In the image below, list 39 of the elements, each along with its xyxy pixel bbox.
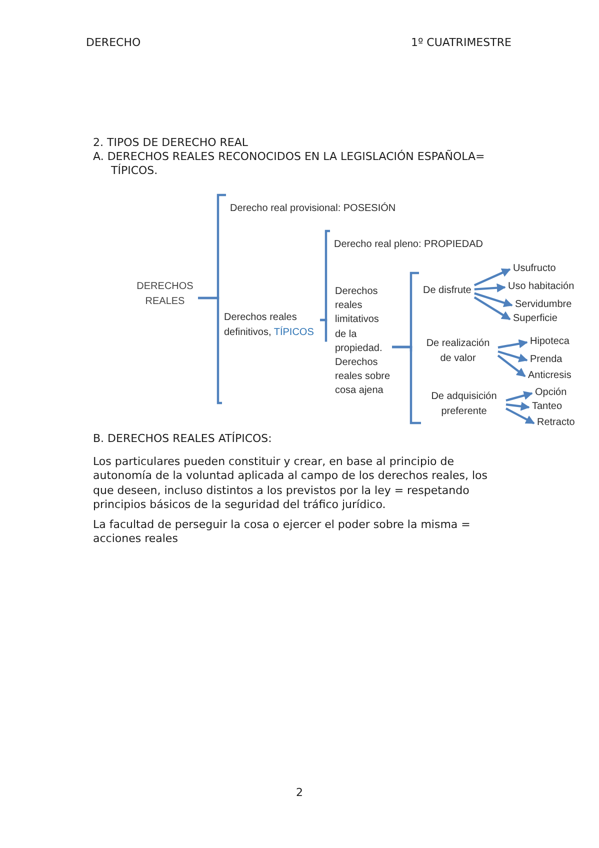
- concept-label: Uso habitación: [508, 280, 574, 294]
- section-heading: B. DERECHOS REALES ATÍPICOS:: [93, 432, 272, 446]
- arrow: [498, 339, 528, 349]
- concept-label: DERECHOS REALES: [132, 280, 198, 309]
- concept-label: Retracto: [537, 416, 575, 430]
- concept-label: Anticresis: [528, 369, 572, 384]
- brace-connector: [198, 296, 222, 404]
- arrow: [506, 391, 533, 402]
- concept-label: Derechos reales limitativos de la propiedad. Derechos reales sobre cosa ajena: [335, 285, 392, 399]
- concept-label: Superficie: [513, 312, 558, 326]
- brace-connector: [392, 346, 421, 424]
- arrow: [474, 283, 506, 292]
- concept-label: De disfrute: [423, 284, 472, 298]
- page-number: 2: [296, 786, 303, 800]
- section-heading: A. DERECHOS REALES RECONOCIDOS EN LA LEGISLACIÓN ESPAÑOLA= TÍPICOS.: [93, 150, 486, 179]
- arrow: [498, 350, 528, 362]
- arrow: [474, 292, 513, 308]
- brace-connector: [320, 318, 328, 342]
- concept-label: Tanteo: [532, 400, 562, 414]
- paragraph: Los particulares pueden constituir y crear, en base al principio de autonomía de la voluntad aplicada al campo de los derechos reales, los que deseen, incluso distintos a los previstos por la ley = respetando principios básicos de la seguridad del tráfico jurídico.: [93, 455, 489, 512]
- arrow: [505, 408, 535, 424]
- header-text: DERECHO: [86, 36, 141, 50]
- concept-label: Usufructo: [513, 262, 556, 276]
- arrow: [506, 402, 530, 411]
- paragraph: La facultad de perseguir la cosa o ejercer el poder sobre la misma = acciones reales: [93, 518, 472, 547]
- concept-label: Derecho real provisional: POSESIÓN: [230, 202, 396, 216]
- concept-label: Opción: [535, 386, 567, 400]
- header-text: 1º CUATRIMESTRE: [411, 36, 512, 50]
- concept-label: De realización de valor: [421, 337, 495, 366]
- concept-label: Hipoteca: [530, 335, 570, 350]
- concept-label: Prenda: [530, 353, 562, 368]
- arrow: [474, 268, 511, 286]
- concept-label: Derecho real pleno: PROPIEDAD: [334, 238, 483, 252]
- arrow: [474, 296, 511, 320]
- section-heading: 2. TIPOS DE DERECHO REAL: [93, 136, 248, 150]
- concept-label: De adquisición preferente: [425, 390, 503, 419]
- concept-label: Derechos reales definitivos, TÍPICOS: [224, 311, 320, 340]
- arrow: [497, 354, 526, 378]
- concept-label: Servidumbre: [515, 298, 572, 312]
